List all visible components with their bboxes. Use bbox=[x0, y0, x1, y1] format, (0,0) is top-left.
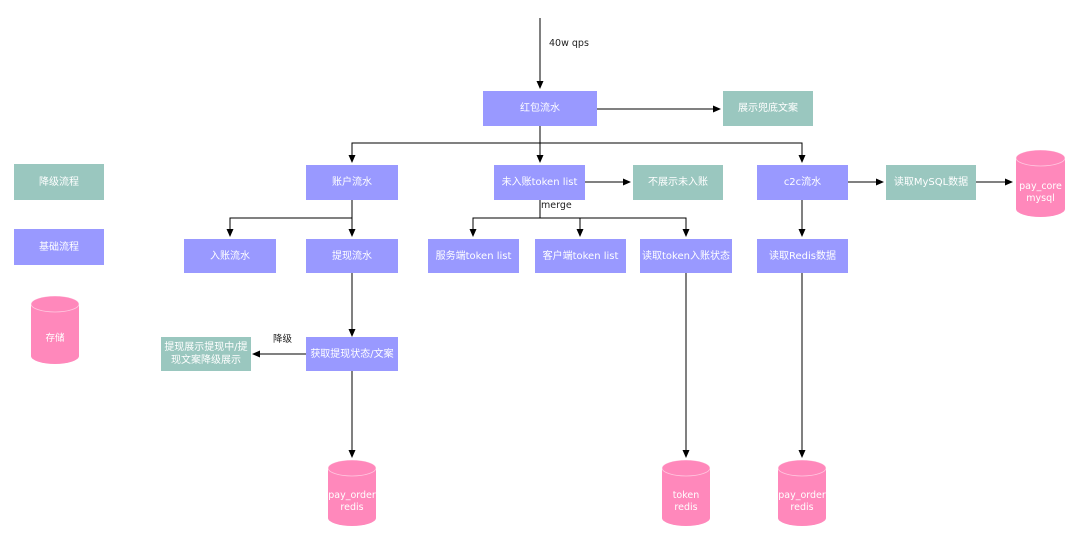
arrow-merge-to-client bbox=[540, 217, 584, 237]
node-read-redis: 读取Redis数据 bbox=[757, 239, 848, 273]
storage-pay-order-2-type: redis bbox=[790, 502, 814, 513]
node-fallback-text: 展示兜底文案 bbox=[723, 91, 813, 126]
storage-pay-core-name: pay_core bbox=[1019, 181, 1062, 192]
qps-label: 40w qps bbox=[549, 38, 589, 49]
storage-pay-order-1: pay_order redis bbox=[328, 460, 376, 526]
legend-storage-label: 存储 bbox=[45, 333, 65, 344]
arrow-account-to-ruzhang bbox=[226, 200, 353, 237]
storage-pay-core: pay_core mysql bbox=[1016, 150, 1065, 217]
storage-pay-order-1-type: redis bbox=[340, 502, 364, 513]
legend-storage: 存储 bbox=[31, 296, 79, 364]
arrow-merge-to-server bbox=[469, 200, 541, 237]
arrow-hongbao-to-account bbox=[348, 142, 540, 163]
node-read-mysql: 读取MySQL数据 bbox=[886, 165, 976, 200]
node-ruzhang: 入账流水 bbox=[184, 239, 276, 273]
node-account: 账户流水 bbox=[306, 165, 398, 200]
legend-basic: 基础流程 bbox=[14, 229, 104, 265]
node-read-token-status: 读取token入账状态 bbox=[640, 239, 732, 273]
legend-degrade: 降级流程 bbox=[14, 164, 104, 200]
node-unrecorded: 未入账token list bbox=[494, 165, 585, 200]
merge-label: merge bbox=[541, 200, 572, 211]
storage-token-name: token bbox=[672, 490, 700, 501]
node-get-withdraw-status: 获取提现状态/文案 bbox=[306, 337, 398, 371]
storage-pay-order-2-name: pay_order bbox=[778, 490, 826, 501]
storage-pay-order-2: pay_order redis bbox=[778, 460, 826, 526]
storage-pay-core-type: mysql bbox=[1026, 193, 1055, 204]
arrow-hongbao-to-c2c bbox=[540, 142, 806, 163]
storage-pay-order-1-name: pay_order bbox=[328, 490, 376, 501]
storage-token-type: redis bbox=[674, 502, 698, 513]
node-hongbao: 红包流水 bbox=[483, 91, 597, 126]
node-tixian: 提现流水 bbox=[306, 239, 398, 273]
node-c2c: c2c流水 bbox=[757, 165, 848, 200]
arrow-merge-to-status bbox=[580, 217, 690, 237]
node-no-show-unrecorded: 不展示未入账 bbox=[633, 165, 723, 200]
degrade-arrow-label: 降级 bbox=[273, 334, 293, 345]
node-server-token: 服务端token list bbox=[428, 239, 519, 273]
storage-token: token redis bbox=[662, 460, 710, 526]
node-client-token: 客户端token list bbox=[535, 239, 626, 273]
node-withdraw-degrade: 提现展示提现中/提现文案降级展示 bbox=[161, 337, 251, 371]
